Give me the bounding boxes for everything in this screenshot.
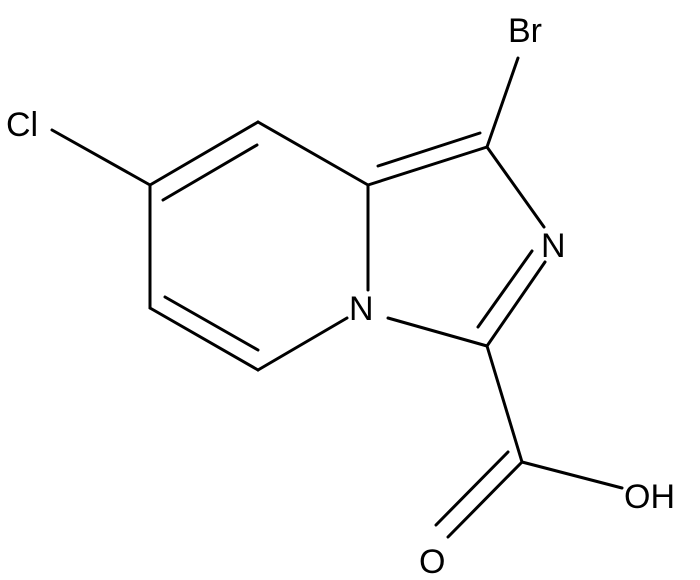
bond-c7-c8-inner bbox=[161, 143, 259, 202]
bond-c8a-c1 bbox=[366, 145, 489, 187]
atom-labels: Br Cl N N OH O bbox=[6, 12, 675, 580]
bond-c8-c8a bbox=[256, 120, 370, 187]
atom-o: O bbox=[419, 543, 445, 580]
atom-n-ring: N bbox=[541, 227, 566, 265]
bond-c3-ccooh bbox=[485, 344, 524, 464]
bond-c1-n2 bbox=[485, 145, 546, 229]
bond-c7-c8 bbox=[148, 120, 260, 187]
bond-c6-c5-inner bbox=[163, 295, 260, 352]
bonds bbox=[50, 56, 624, 539]
bond-c-o-2 bbox=[434, 450, 510, 527]
bond-c6-c5 bbox=[148, 306, 260, 372]
bond-c3-n4 bbox=[386, 316, 489, 348]
bond-c-o-1 bbox=[446, 460, 524, 539]
bond-n2-c3 bbox=[485, 260, 547, 348]
atom-cl: Cl bbox=[6, 106, 38, 144]
bond-c-cl bbox=[50, 128, 152, 187]
atom-n-bridge: N bbox=[349, 290, 374, 328]
bond-c5-n4 bbox=[256, 316, 349, 372]
bond-c1-br bbox=[485, 56, 520, 149]
bond-c-oh bbox=[520, 460, 624, 490]
bond-c8a-c1-inner bbox=[376, 131, 482, 168]
atom-oh: OH bbox=[624, 478, 675, 516]
bond-n2-c3-inner bbox=[476, 249, 534, 329]
atom-br: Br bbox=[508, 12, 542, 50]
